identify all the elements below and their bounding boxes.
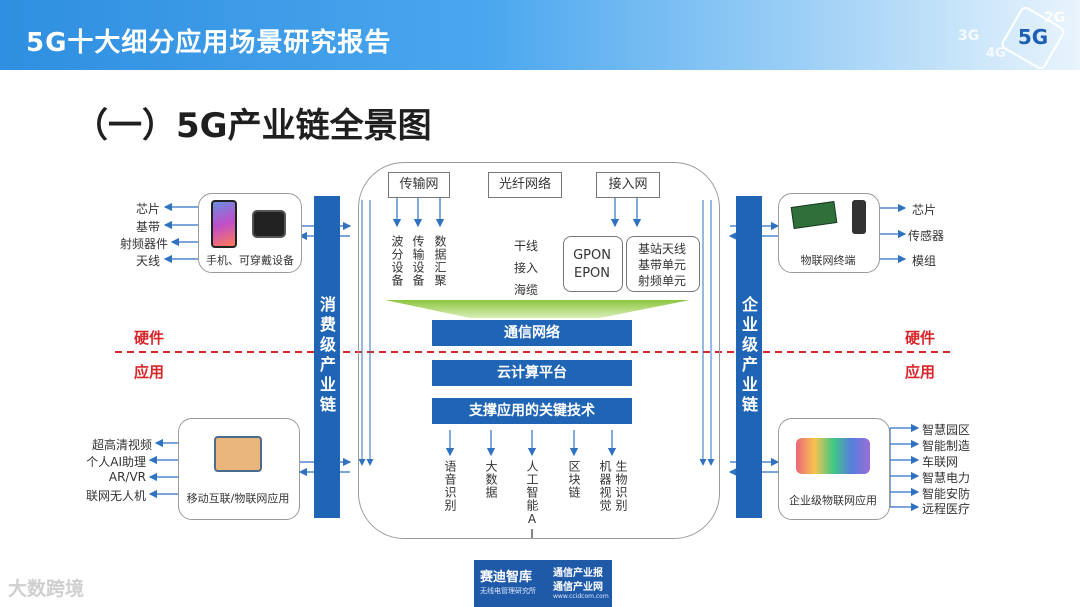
layer-cloud-platform: 云计算平台 xyxy=(432,360,632,386)
iot-terminal-caption: 物联网终端 xyxy=(780,252,876,268)
footer-newspaper: 通信产业报 xyxy=(553,564,603,579)
wdm-equipment: 波分设备 xyxy=(390,235,404,287)
application-label-right: 应用 xyxy=(905,361,935,382)
hardware-label-right: 硬件 xyxy=(905,327,935,348)
access-network-tag: 接入网 xyxy=(596,172,660,198)
right-app-iov: 车联网 xyxy=(922,453,958,470)
smartphone-icon xyxy=(211,200,237,248)
tech-blockchain: 区块链 xyxy=(567,460,581,499)
transport-network-tag: 传输网 xyxy=(388,172,450,198)
left-hw-baseband: 基带 xyxy=(120,218,160,235)
tech-biometrics: 生物识别 xyxy=(614,460,628,520)
left-hw-antenna: 天线 xyxy=(120,252,160,269)
fiber-network-tag: 光纤网络 xyxy=(488,172,562,198)
handheld-terminal-icon xyxy=(852,200,866,234)
ccid-logo: 赛迪智库 xyxy=(480,566,532,585)
fiber-submarine: 海缆 xyxy=(514,281,538,298)
right-hw-sensor: 传感器 xyxy=(908,227,944,244)
right-hw-chip: 芯片 xyxy=(912,201,936,218)
fiber-access: 接入 xyxy=(514,259,538,276)
left-hw-rf: 射频器件 xyxy=(100,235,168,252)
center-frame xyxy=(358,162,720,539)
tech-big-data: 大数据 xyxy=(484,460,498,499)
consumer-device-caption: 手机、可穿戴设备 xyxy=(200,252,300,268)
hardware-label-left: 硬件 xyxy=(134,327,164,348)
left-hw-chip: 芯片 xyxy=(120,200,160,217)
watermark: 大数跨境 xyxy=(8,574,84,601)
ccid-logo-sub: 无线电管理研究所 xyxy=(480,586,536,596)
right-app-smart-mfg: 智能制造 xyxy=(922,437,970,454)
left-app-uhd-video: 超高清视频 xyxy=(70,436,152,453)
left-app-drone: 联网无人机 xyxy=(70,487,146,504)
epon-label: EPON xyxy=(563,266,621,281)
app-grid-icon xyxy=(796,438,870,474)
transport-equipment: 传输设备 xyxy=(411,235,425,287)
layer-communication-network: 通信网络 xyxy=(432,320,632,346)
smartwatch-icon xyxy=(252,210,286,238)
footer-url: www.ccidcom.com xyxy=(553,593,609,600)
consumer-chain-label: 消费级产业链 xyxy=(316,296,338,416)
left-app-arvr: AR/VR xyxy=(70,470,146,484)
tech-ai: 人工智能AI xyxy=(525,460,539,542)
iot-house-icon xyxy=(214,436,262,472)
tech-machine-vision: 机器视觉 xyxy=(598,460,612,520)
bs-antenna: 基站天线 xyxy=(626,240,698,257)
right-hw-module: 模组 xyxy=(912,252,936,269)
gpon-label: GPON xyxy=(563,248,621,263)
bs-rf-unit: 射频单元 xyxy=(626,272,698,289)
footer-website-name: 通信产业网 xyxy=(553,578,603,593)
consumer-app-caption: 移动互联/物联网应用 xyxy=(180,490,296,506)
layer-key-technologies: 支撑应用的关键技术 xyxy=(432,398,632,424)
fiber-trunk: 干线 xyxy=(514,237,538,254)
tech-speech-recognition: 语音识别 xyxy=(443,460,457,512)
right-app-smart-park: 智慧园区 xyxy=(922,421,970,438)
pon-box xyxy=(563,236,623,292)
right-app-smart-power: 智慧电力 xyxy=(922,469,970,486)
application-label-left: 应用 xyxy=(134,361,164,382)
data-aggregation: 数据汇聚 xyxy=(433,235,447,287)
enterprise-app-caption: 企业级物联网应用 xyxy=(780,492,886,508)
right-app-telemedicine: 远程医疗 xyxy=(922,500,970,517)
enterprise-chain-label: 企业级产业链 xyxy=(738,296,760,416)
bs-baseband: 基带单元 xyxy=(626,256,698,273)
left-app-ai-assistant: 个人AI助理 xyxy=(70,453,146,470)
